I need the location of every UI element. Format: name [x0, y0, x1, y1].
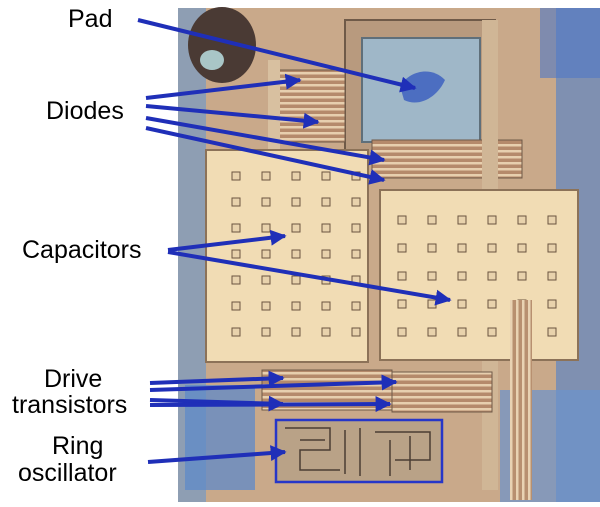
capacitor-contact — [261, 327, 271, 337]
capacitor-contact — [397, 243, 407, 253]
capacitor-contact — [547, 299, 557, 309]
capacitor-contact — [231, 301, 241, 311]
capacitor-contact — [427, 243, 437, 253]
capacitor-contact — [397, 327, 407, 337]
capacitor-contact — [547, 243, 557, 253]
capacitor-left — [205, 149, 369, 363]
capacitor-contact — [231, 197, 241, 207]
label-diodes: Diodes — [46, 97, 124, 125]
capacitor-contact — [517, 271, 527, 281]
capacitor-contact — [291, 275, 301, 285]
diode-lower — [371, 139, 523, 179]
capacitor-contact — [261, 249, 271, 259]
capacitor-contact — [351, 249, 361, 259]
capacitor-contact — [457, 299, 467, 309]
capacitor-contact — [457, 271, 467, 281]
capacitor-contact — [291, 327, 301, 337]
arrow-capacitor-2 — [167, 250, 452, 306]
arrow-drive-1 — [149, 370, 285, 387]
capacitor-contact — [231, 275, 241, 285]
label-drive: Drive — [44, 365, 103, 393]
capacitor-contact — [231, 171, 241, 181]
capacitor-contact — [261, 171, 271, 181]
capacitor-contact — [547, 327, 557, 337]
capacitor-contact — [351, 301, 361, 311]
capacitor-contact — [487, 243, 497, 253]
capacitor-contact — [321, 327, 331, 337]
vertical-bus — [510, 300, 532, 500]
capacitor-contact — [231, 223, 241, 233]
capacitor-contact — [261, 197, 271, 207]
capacitor-contact — [291, 223, 301, 233]
arrow-diode-4 — [145, 126, 386, 185]
capacitor-contact — [427, 299, 437, 309]
capacitor-contact — [457, 243, 467, 253]
capacitor-contact — [291, 249, 301, 259]
arrow-diode-2 — [145, 104, 320, 129]
arrow-ring-oscillator — [147, 445, 287, 464]
capacitor-contact — [321, 223, 331, 233]
capacitor-contact — [427, 215, 437, 225]
label-transistors: transistors — [12, 391, 128, 419]
arrow-drive-2 — [149, 374, 398, 392]
label-ring: Ring — [52, 432, 104, 460]
capacitor-contact — [261, 301, 271, 311]
capacitor-contact — [261, 275, 271, 285]
arrow-drive-4 — [149, 396, 392, 413]
capacitor-contact — [321, 301, 331, 311]
capacitor-contact — [487, 327, 497, 337]
capacitor-contact — [231, 249, 241, 259]
capacitor-contact — [261, 223, 271, 233]
capacitor-contact — [291, 197, 301, 207]
capacitor-contact — [517, 215, 527, 225]
ring-oscillator-circuitry — [285, 427, 431, 476]
label-capacitors: Capacitors — [22, 236, 142, 264]
capacitor-contact — [231, 327, 241, 337]
capacitor-contact — [517, 243, 527, 253]
arrow-capacitor-1 — [167, 229, 287, 252]
label-pad: Pad — [68, 5, 113, 33]
capacitor-contact — [427, 327, 437, 337]
arrow-pad — [137, 18, 417, 93]
capacitor-contact — [487, 215, 497, 225]
capacitor-contact — [457, 215, 467, 225]
oxide-edge-top-right — [540, 8, 600, 78]
capacitor-contact — [427, 271, 437, 281]
capacitor-contact — [321, 249, 331, 259]
capacitor-right — [379, 189, 579, 361]
label-oscillator: oscillator — [18, 459, 117, 487]
capacitor-contact — [487, 271, 497, 281]
capacitor-contact — [291, 301, 301, 311]
capacitor-contact — [397, 215, 407, 225]
capacitor-contact — [547, 271, 557, 281]
drive-transistor-right — [391, 371, 493, 413]
annotation-arrows — [137, 18, 452, 464]
capacitor-contact — [397, 271, 407, 281]
capacitor-contact — [351, 327, 361, 337]
capacitor-contact — [351, 223, 361, 233]
capacitor-contact — [321, 171, 331, 181]
capacitor-contact — [547, 215, 557, 225]
capacitor-contact — [351, 197, 361, 207]
capacitor-contact — [457, 327, 467, 337]
capacitor-contact — [321, 197, 331, 207]
arrow-diode-3 — [145, 116, 386, 166]
ring-oscillator-area — [276, 420, 442, 482]
capacitor-contact — [487, 299, 497, 309]
dark-particle-spot — [200, 50, 224, 70]
capacitor-contact — [291, 171, 301, 181]
arrow-diode-1 — [145, 73, 302, 100]
capacitor-contact — [397, 299, 407, 309]
